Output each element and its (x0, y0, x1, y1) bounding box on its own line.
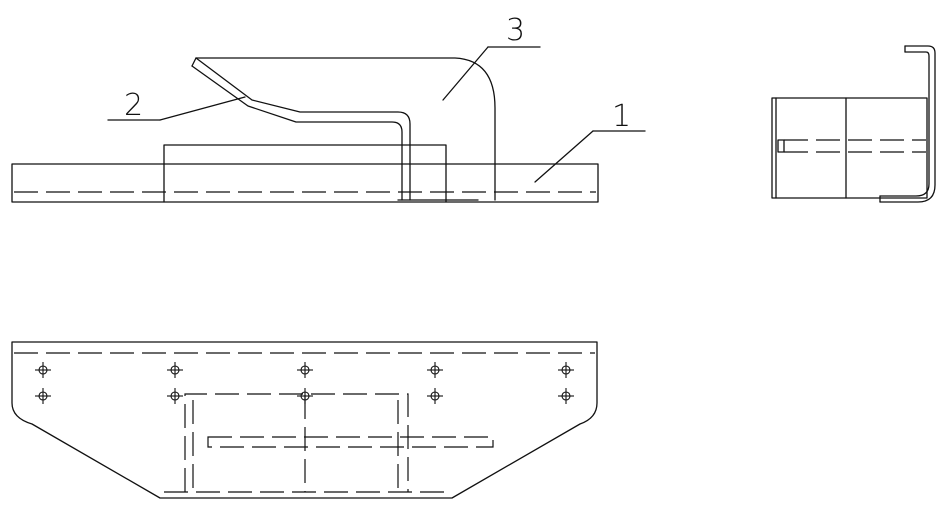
callout-3: 3 (442, 13, 541, 101)
mounting-hole (167, 362, 183, 378)
callout-2: 2 (107, 88, 246, 123)
side-view (771, 45, 936, 203)
bracket-outline (195, 57, 496, 201)
base-plate-outline (11, 163, 599, 203)
side-view-hook-outer (879, 45, 936, 203)
lever-outline-lower (191, 65, 403, 201)
mounting-hole (35, 388, 51, 404)
mounting-hole (427, 362, 443, 378)
plan-view-hidden-rod (207, 436, 494, 448)
mounting-hole (167, 388, 183, 404)
side-view-hook-inner (879, 51, 930, 197)
callout-1-label: 1 (612, 99, 631, 134)
front-view (11, 57, 599, 203)
callout-3-label: 3 (506, 13, 525, 48)
mounting-hole (297, 388, 313, 404)
callout-3-leader (442, 46, 489, 101)
lever-end (191, 57, 197, 67)
side-view-body (771, 97, 928, 199)
mounting-hole (427, 388, 443, 404)
mounting-hole (558, 388, 574, 404)
mounting-hole (558, 362, 574, 378)
lever-outline-upper (195, 57, 411, 201)
callout-2-label: 2 (124, 88, 143, 123)
callout-1: 1 (534, 99, 646, 183)
block-outline (163, 144, 447, 203)
mounting-hole (297, 362, 313, 378)
callout-1-leader (534, 130, 594, 183)
callout-2-leader (159, 96, 246, 121)
side-view-slot (777, 139, 785, 153)
plan-view-outline (11, 341, 598, 499)
plan-view-hidden-block (184, 393, 409, 492)
mounting-holes (35, 362, 574, 404)
plan-view (11, 341, 598, 499)
mounting-hole (35, 362, 51, 378)
